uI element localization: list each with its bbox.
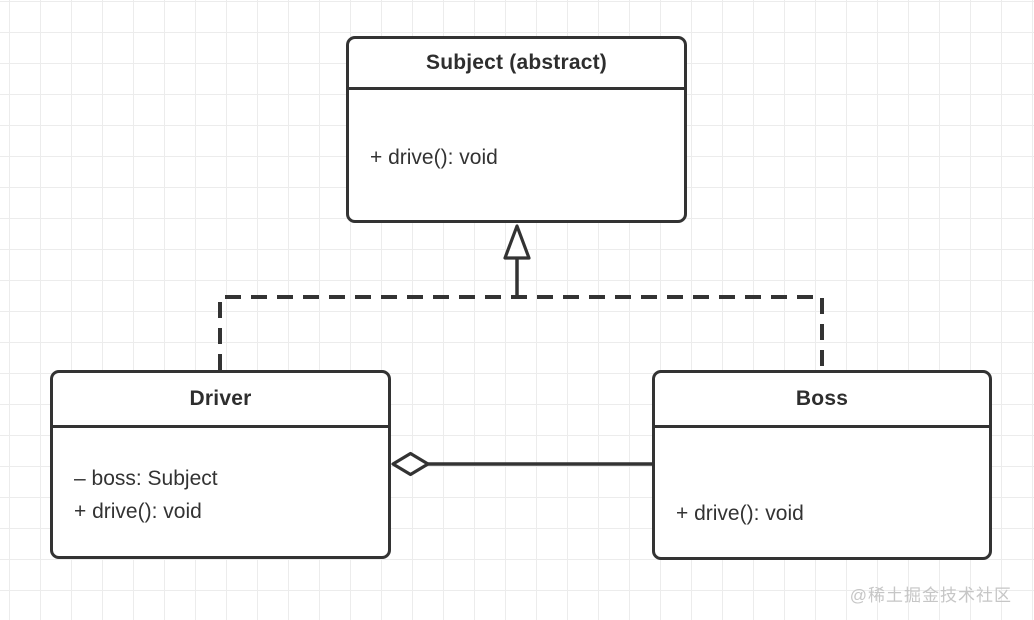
class-member: + drive(): void [74,499,202,523]
class-title-boss: Boss [655,373,989,428]
class-member: + drive(): void [676,502,804,525]
class-members-driver: – boss: Subject + drive(): void [53,428,388,556]
class-box-boss: Boss + drive(): void [652,370,992,560]
inheritance-dashed-line [218,295,824,370]
class-title-subject: Subject (abstract) [349,39,684,90]
class-members-subject: + drive(): void [349,90,684,220]
watermark-text: @稀土掘金技术社区 [849,586,1012,605]
class-members-boss: + drive(): void [655,428,989,557]
class-title-driver: Driver [53,373,388,428]
hollow-triangle-arrowhead [503,224,531,260]
class-member: + drive(): void [370,145,498,169]
class-member: – boss: Subject [74,466,218,490]
class-box-driver: Driver – boss: Subject + drive(): void [50,370,391,559]
hollow-diamond-marker [391,451,430,477]
class-box-subject: Subject (abstract) + drive(): void [346,36,687,223]
